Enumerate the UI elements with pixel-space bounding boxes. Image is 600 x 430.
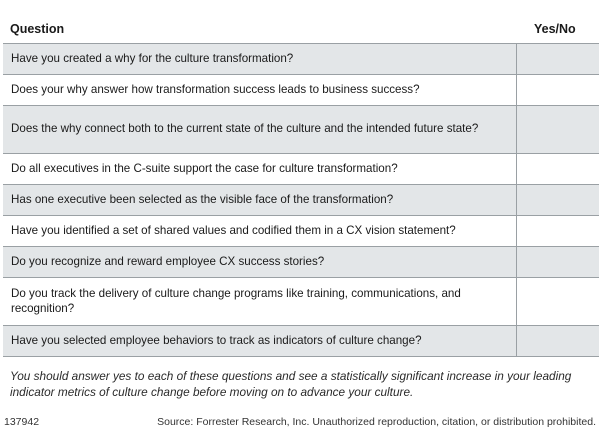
question-cell: Do you recognize and reward employee CX … [3, 247, 517, 277]
answer-cell[interactable] [517, 106, 599, 153]
table-row: Do you track the delivery of culture cha… [3, 278, 599, 326]
answer-cell[interactable] [517, 216, 599, 246]
question-cell: Have you identified a set of shared valu… [3, 216, 517, 246]
answer-cell[interactable] [517, 75, 599, 105]
question-cell: Does your why answer how transformation … [3, 75, 517, 105]
question-cell: Does the why connect both to the current… [3, 106, 517, 153]
table-row: Have you identified a set of shared valu… [3, 216, 599, 247]
table-header: Question Yes/No [0, 0, 600, 44]
table-row: Do you recognize and reward employee CX … [3, 247, 599, 278]
question-cell: Do all executives in the C-suite support… [3, 154, 517, 184]
table-row: Have you created a why for the culture t… [3, 44, 599, 75]
answer-cell[interactable] [517, 44, 599, 74]
answer-cell[interactable] [517, 185, 599, 215]
source-credit: Source: Forrester Research, Inc. Unautho… [157, 416, 596, 428]
answer-cell[interactable] [517, 278, 599, 325]
question-cell: Have you created a why for the culture t… [3, 44, 517, 74]
table-row: Have you selected employee behaviors to … [3, 326, 599, 357]
table-row: Does your why answer how transformation … [3, 75, 599, 106]
table-row: Do all executives in the C-suite support… [3, 154, 599, 185]
guidance-note: You should answer yes to each of these q… [10, 369, 572, 399]
answer-cell[interactable] [517, 326, 599, 356]
answer-cell[interactable] [517, 247, 599, 277]
question-cell: Do you track the delivery of culture cha… [3, 278, 517, 325]
table-row: Has one executive been selected as the v… [3, 185, 599, 216]
answer-cell[interactable] [517, 154, 599, 184]
yes-no-column-header: Yes/No [534, 22, 576, 36]
question-column-header: Question [10, 22, 65, 36]
question-cell: Have you selected employee behaviors to … [3, 326, 517, 356]
question-cell: Has one executive been selected as the v… [3, 185, 517, 215]
table-row: Does the why connect both to the current… [3, 106, 599, 154]
figure-id: 137942 [4, 416, 40, 428]
checklist-table: Have you created a why for the culture t… [3, 43, 599, 357]
